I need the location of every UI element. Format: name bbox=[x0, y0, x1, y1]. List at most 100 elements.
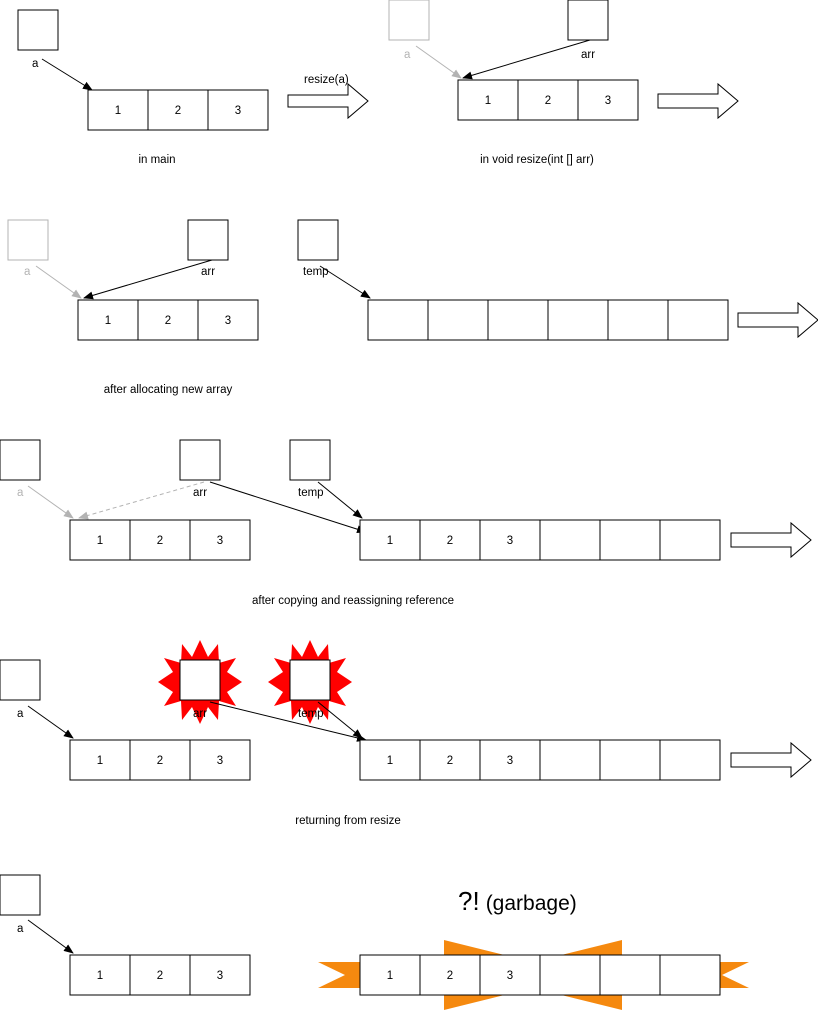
variable-arr-box bbox=[179, 439, 221, 481]
original-array: 1 2 3 bbox=[69, 519, 251, 561]
array-cell-value: 2 bbox=[175, 105, 181, 117]
caption-in-main: in main bbox=[138, 154, 175, 166]
original-array: 1 2 3 bbox=[77, 299, 259, 341]
variable-a-label-faded: a bbox=[24, 266, 31, 278]
array-cell-value: 3 bbox=[217, 970, 223, 982]
caption-after-copying: after copying and reassigning reference bbox=[252, 595, 454, 607]
array-cell bbox=[599, 519, 661, 561]
variable-arr-label: arr bbox=[581, 49, 595, 61]
stage-garbage: a 1 2 3 ?!(garbage) 1 2 3 bbox=[0, 874, 749, 1010]
array-cell-value: 1 bbox=[387, 535, 393, 547]
array-cell bbox=[547, 299, 609, 341]
array-cell bbox=[577, 79, 639, 121]
original-array: 1 2 3 bbox=[457, 79, 639, 121]
array-cell bbox=[189, 519, 251, 561]
array-cell bbox=[197, 299, 259, 341]
array-cell-value: 3 bbox=[217, 535, 223, 547]
array-cell bbox=[207, 89, 269, 131]
array-cell bbox=[77, 299, 139, 341]
pointer-a-arrow-faded bbox=[415, 45, 462, 79]
pointer-arr-arrow bbox=[209, 701, 367, 742]
array-cell bbox=[69, 954, 131, 996]
variable-arr-label: arr bbox=[193, 487, 207, 499]
array-cell bbox=[359, 519, 421, 561]
array-cell-value: 3 bbox=[507, 755, 513, 767]
pointer-a-arrow-faded bbox=[35, 265, 82, 299]
array-cell bbox=[659, 519, 721, 561]
array-cell bbox=[87, 89, 149, 131]
pointer-a-arrow bbox=[41, 58, 93, 91]
pointer-a-arrow-faded bbox=[27, 485, 74, 519]
array-cell bbox=[539, 739, 601, 781]
garbage-word: (garbage) bbox=[486, 892, 577, 915]
new-array: 1 2 3 bbox=[359, 519, 721, 561]
pointer-arr-old-dashed bbox=[78, 481, 205, 520]
pointer-a-arrow bbox=[27, 919, 74, 954]
array-cell bbox=[427, 299, 489, 341]
array-cell-value: 2 bbox=[545, 95, 551, 107]
garbage-marks: ?! bbox=[458, 886, 480, 916]
caption-in-resize: in void resize(int [] arr) bbox=[480, 154, 594, 166]
array-cell-value: 2 bbox=[165, 315, 171, 327]
flow-arrow bbox=[737, 301, 818, 339]
array-cell bbox=[667, 299, 729, 341]
array-cell-value: 3 bbox=[507, 535, 513, 547]
array-cell bbox=[539, 954, 601, 996]
array-cell bbox=[367, 299, 429, 341]
array-cell bbox=[607, 299, 669, 341]
array-cell bbox=[659, 739, 721, 781]
array-cell-value: 3 bbox=[217, 755, 223, 767]
original-array: 1 2 3 bbox=[69, 739, 251, 781]
variable-arr-label: arr bbox=[201, 266, 215, 278]
new-array bbox=[367, 299, 729, 341]
array-cell-value: 2 bbox=[157, 535, 163, 547]
stage-after-allocating: a arr 1 2 3 temp after allocating new ar… bbox=[7, 219, 729, 396]
variable-arr-box bbox=[179, 659, 221, 701]
array-cell-value: 1 bbox=[485, 95, 491, 107]
pointer-arr-arrow bbox=[209, 481, 367, 534]
array-cell-value: 3 bbox=[507, 970, 513, 982]
array-cell-value: 1 bbox=[105, 315, 111, 327]
flow-arrow bbox=[287, 82, 369, 120]
array-cell bbox=[539, 519, 601, 561]
variable-arr-box bbox=[567, 0, 609, 41]
array-cell-value: 2 bbox=[447, 535, 453, 547]
caption-returning: returning from resize bbox=[295, 815, 400, 827]
variable-temp-label: temp bbox=[298, 708, 324, 720]
variable-a-box bbox=[0, 659, 41, 701]
array-cell bbox=[69, 519, 131, 561]
variable-temp-box bbox=[289, 659, 331, 701]
variable-arr-box bbox=[187, 219, 229, 261]
array-cell bbox=[359, 739, 421, 781]
flow-arrow bbox=[730, 741, 812, 779]
array-cell-value: 2 bbox=[447, 970, 453, 982]
array-cell bbox=[599, 954, 661, 996]
array-cell-value: 1 bbox=[97, 535, 103, 547]
pointer-arr-arrow bbox=[83, 259, 213, 300]
caption-after-allocating: after allocating new array bbox=[104, 384, 233, 396]
variable-a-label: a bbox=[17, 923, 24, 935]
original-array: 1 2 3 bbox=[69, 954, 251, 996]
array-cell bbox=[599, 739, 661, 781]
array-cell bbox=[147, 89, 209, 131]
array-cell-value: 2 bbox=[157, 755, 163, 767]
variable-a-box-faded bbox=[388, 0, 430, 41]
array-cell-value: 1 bbox=[97, 755, 103, 767]
pointer-temp-arrow bbox=[319, 265, 371, 299]
array-cell bbox=[659, 954, 721, 996]
resize-call-label: resize(a) bbox=[304, 74, 349, 86]
array-cell-value: 2 bbox=[447, 755, 453, 767]
array-cell bbox=[189, 954, 251, 996]
variable-a-label: a bbox=[32, 58, 39, 70]
variable-arr-label: arr bbox=[193, 708, 207, 720]
array-cell bbox=[137, 299, 199, 341]
variable-temp-box bbox=[289, 439, 331, 481]
pointer-temp-arrow bbox=[317, 701, 363, 739]
variable-temp-box bbox=[297, 219, 339, 261]
stage-returning: a arr temp 1 2 3 1 2 3 returni bbox=[0, 640, 721, 827]
flow-arrow bbox=[657, 82, 739, 120]
pointer-arr-arrow bbox=[462, 39, 591, 80]
array-cell bbox=[479, 954, 541, 996]
array-cell-value: 1 bbox=[387, 755, 393, 767]
